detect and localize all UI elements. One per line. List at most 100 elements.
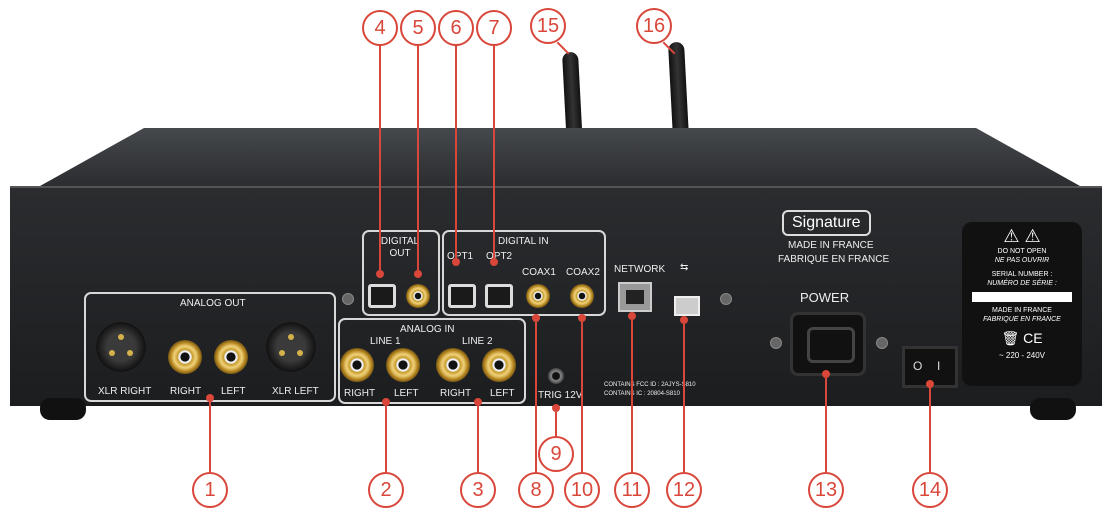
line1-right-label: RIGHT [344,388,376,399]
callout-3: 3 [460,472,496,508]
warning-icon: ⚠ ⚠ [1003,226,1041,246]
digital-out-optical [368,284,396,308]
callout-1: 1 [192,472,228,508]
callout-dot-14 [926,380,934,388]
signature-badge: Signature [782,210,871,236]
xlr-left-label: XLR LEFT [272,386,319,397]
callout-line-14 [929,388,931,472]
sticker-made-in-france: MADE IN FRANCE [992,307,1052,314]
callout-line-13 [825,378,827,472]
xlr-left-connector [266,322,316,372]
callout-line-5 [417,42,419,270]
foot-left [40,398,86,420]
callout-dot-5 [414,270,422,278]
callout-16: 16 [636,8,672,44]
ne-pas-ouvrir-label: NE PAS OUVRIR [994,257,1050,264]
callout-10: 10 [564,472,600,508]
line1-left-label: LEFT [394,388,419,399]
callout-5: 5 [400,10,436,46]
xlr-right-label: XLR RIGHT [98,386,152,397]
callout-line-9 [555,412,557,438]
coax1-input [526,284,550,308]
voltage-label: ~ 220 - 240V [998,351,1046,360]
callout-dot-9 [552,404,560,412]
power-inlet [790,312,866,376]
device-lid [40,128,1080,186]
screw [876,337,888,349]
callout-line-6 [455,42,457,258]
callout-dot-7 [490,258,498,266]
opt2-input [485,284,513,308]
callout-dot-13 [822,370,830,378]
callout-line-15 [556,41,570,55]
numero-de-serie-label: NUMÉRO DE SÉRIE : [987,280,1057,287]
line2-right-input [436,348,470,382]
switch-off-label: O [913,359,923,373]
xlr-right-connector [96,322,146,372]
callout-14: 14 [912,472,948,508]
digital-in-group [442,230,606,316]
digital-out-label: DIGITAL OUT [380,236,420,259]
callout-line-8 [535,322,537,472]
callout-dot-11 [628,312,636,320]
switch-on-label: I [937,359,941,373]
rca-out-left [214,340,248,374]
rca-out-right [168,340,202,374]
callout-dot-10 [578,314,586,322]
serial-number-label: SERIAL NUMBER : [991,271,1053,278]
ce-mark-text: CE [1023,330,1043,346]
trig-12v-jack [548,368,564,384]
line2-label: LINE 2 [462,336,493,347]
made-in-france-label: MADE IN FRANCE [788,240,874,251]
callout-line-7 [493,42,495,258]
callout-8: 8 [518,472,554,508]
line1-right-input [340,348,374,382]
coax1-label: COAX1 [522,267,556,278]
opt1-input [448,284,476,308]
callout-6: 6 [438,10,474,46]
digital-in-label: DIGITAL IN [498,236,549,247]
callout-4: 4 [362,10,398,46]
callout-7: 7 [476,10,512,46]
network-label: NETWORK [614,264,666,275]
coax2-input [570,284,594,308]
callout-9: 9 [538,436,574,472]
analog-out-label: ANALOG OUT [180,298,246,309]
callout-dot-6 [452,258,460,266]
foot-right [1030,398,1076,420]
callout-line-1 [209,402,211,472]
callout-dot-1 [206,394,214,402]
usb-label-icon: ⇆ [680,262,689,273]
opt1-label: OPT1 [447,251,474,262]
line2-left-input [482,348,516,382]
fabrique-en-france-label: FABRIQUE EN FRANCE [778,254,890,265]
fcc-text-1: CONTAINS FCC ID : 2AJYS-S810 [604,382,696,388]
callout-line-4 [379,42,381,270]
sticker-fabrique-en-france: FABRIQUE EN FRANCE [983,316,1061,323]
callout-11: 11 [614,472,650,508]
digital-out-coax [406,284,430,308]
serial-number-field [972,292,1072,302]
callout-line-11 [631,320,633,472]
analog-in-label: ANALOG IN [400,324,455,335]
safety-sticker: ⚠ ⚠ DO NOT OPEN NE PAS OUVRIR SERIAL NUM… [962,222,1082,386]
power-label: POWER [800,290,850,305]
callout-13: 13 [808,472,844,508]
rca-out-right-label: RIGHT [170,386,202,397]
screw [342,293,354,305]
fcc-text-2: CONTAINS IC : 20804-S810 [604,391,680,397]
digital-out-group [362,230,440,316]
line1-label: LINE 1 [370,336,401,347]
do-not-open-label: DO NOT OPEN [997,248,1047,255]
screw [720,293,732,305]
line1-left-input [386,348,420,382]
opt2-label: OPT2 [486,251,513,262]
callout-line-12 [683,324,685,472]
ce-mark: 🗑 CE [1001,330,1043,346]
callout-dot-8 [532,314,540,322]
callout-line-3 [477,406,479,472]
callout-line-10 [581,322,583,472]
line2-right-label: RIGHT [440,388,472,399]
coax2-label: COAX2 [566,267,600,278]
